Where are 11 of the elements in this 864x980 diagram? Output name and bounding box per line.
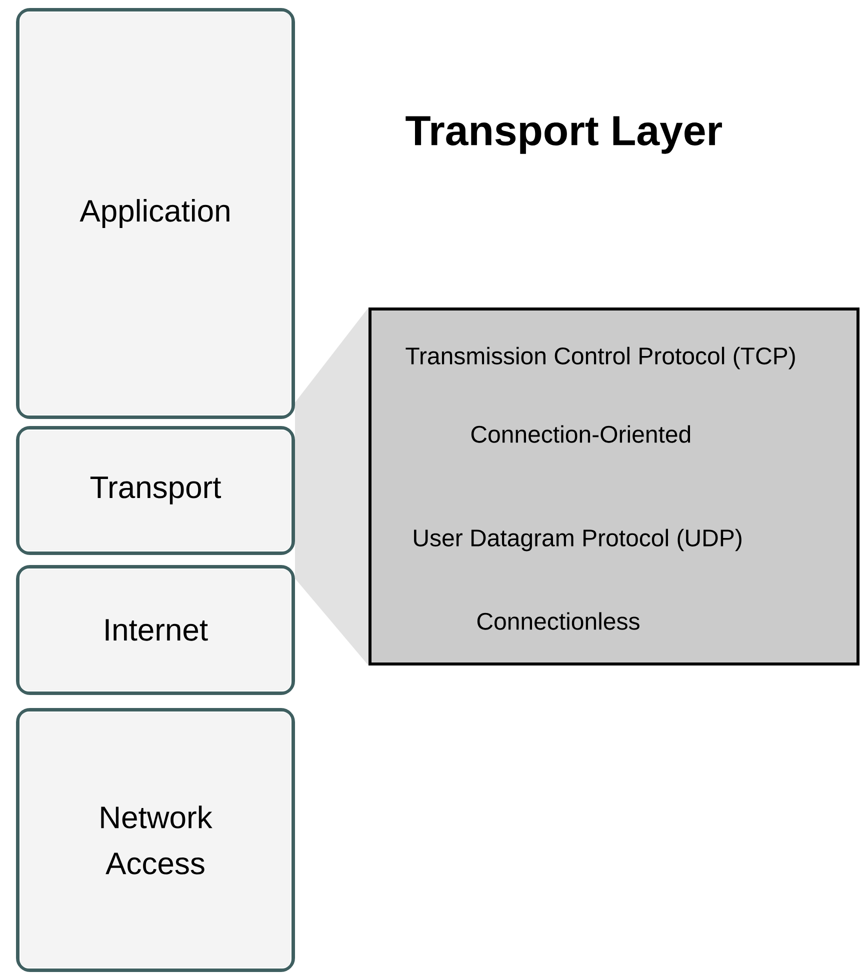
title: Transport Layer: [406, 116, 722, 154]
callout-box: [368, 308, 860, 666]
callout-text: Connection-Oriented: [471, 425, 690, 443]
callout-text: User Datagram Protocol (UDP): [414, 528, 742, 552]
zoom-wedge: [295, 308, 368, 666]
layer-box: Transport: [16, 426, 295, 555]
layer-box: Application: [16, 8, 295, 419]
callout-text: Transmission Control Protocol (TCP): [406, 346, 795, 370]
callout-text: Connectionless: [477, 612, 640, 630]
layer-box: Internet: [16, 565, 295, 695]
layer-box: Network Access: [16, 708, 295, 972]
